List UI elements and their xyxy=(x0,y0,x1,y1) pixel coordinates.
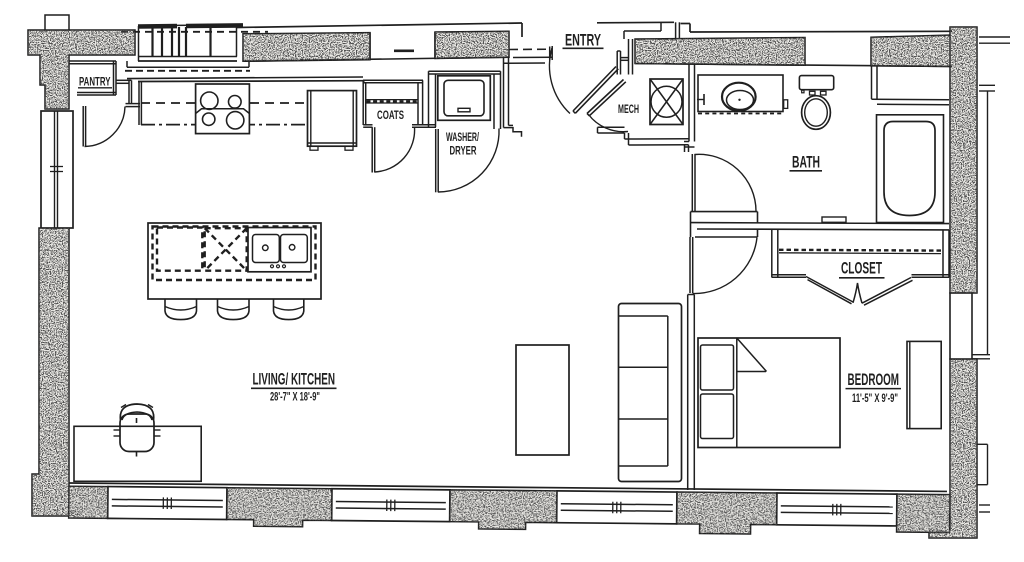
svg-text:DRYER: DRYER xyxy=(450,146,477,158)
svg-text:CLOSET: CLOSET xyxy=(841,259,882,278)
svg-text:COATS: COATS xyxy=(377,110,404,122)
svg-text:ENTRY: ENTRY xyxy=(565,31,601,50)
svg-text:28'-7" X 18'-9": 28'-7" X 18'-9" xyxy=(270,391,320,403)
svg-text:MECH: MECH xyxy=(618,104,639,116)
svg-text:BEDROOM: BEDROOM xyxy=(848,370,900,389)
svg-text:11'-5" X 9'-9": 11'-5" X 9'-9" xyxy=(852,393,898,405)
svg-text:LIVING/ KITCHEN: LIVING/ KITCHEN xyxy=(253,370,336,389)
svg-text:WASHER/: WASHER/ xyxy=(446,132,479,144)
svg-text:PANTRY: PANTRY xyxy=(79,77,111,89)
svg-text:BATH: BATH xyxy=(792,153,820,172)
